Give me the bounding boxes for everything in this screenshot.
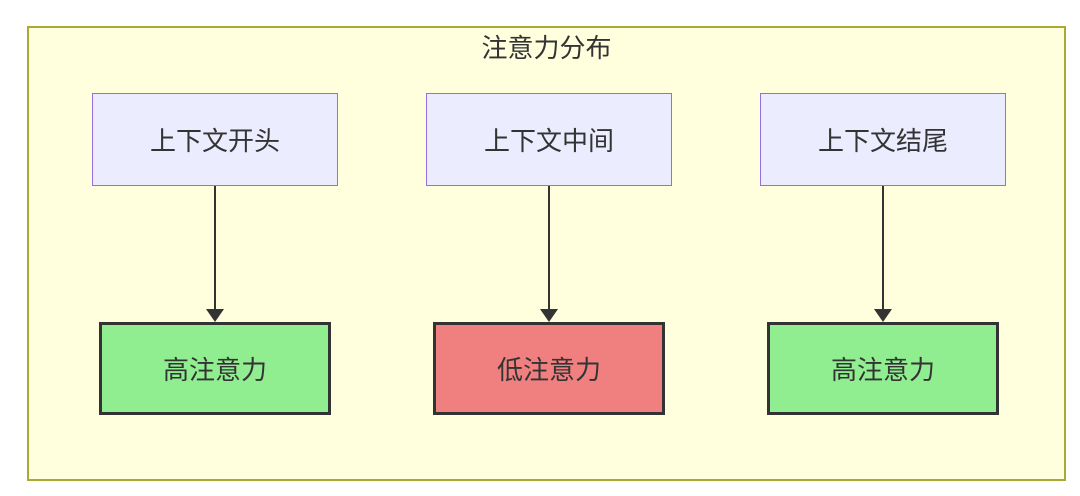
node-context-beginning: 上下文开头 [92, 93, 338, 186]
diagram-title: 注意力分布 [481, 33, 612, 63]
arrow-end-to-high [874, 186, 892, 322]
arrow-head-icon [540, 309, 558, 322]
node-low-attention: 低注意力 [433, 322, 665, 415]
node-context-middle: 上下文中间 [426, 93, 672, 186]
arrow-head-icon [206, 309, 224, 322]
node-high-attention-left: 高注意力 [99, 322, 331, 415]
arrow-middle-to-low [540, 186, 558, 322]
arrow-line [214, 186, 216, 309]
arrow-beginning-to-high [206, 186, 224, 322]
arrow-line [882, 186, 884, 309]
node-context-end: 上下文结尾 [760, 93, 1006, 186]
node-high-attention-right: 高注意力 [767, 322, 999, 415]
arrow-line [548, 186, 550, 309]
arrow-head-icon [874, 309, 892, 322]
attention-distribution-container: 注意力分布 上下文开头 高注意力 上下文中间 低注意力 上下文结尾 高注意力 [27, 26, 1066, 481]
